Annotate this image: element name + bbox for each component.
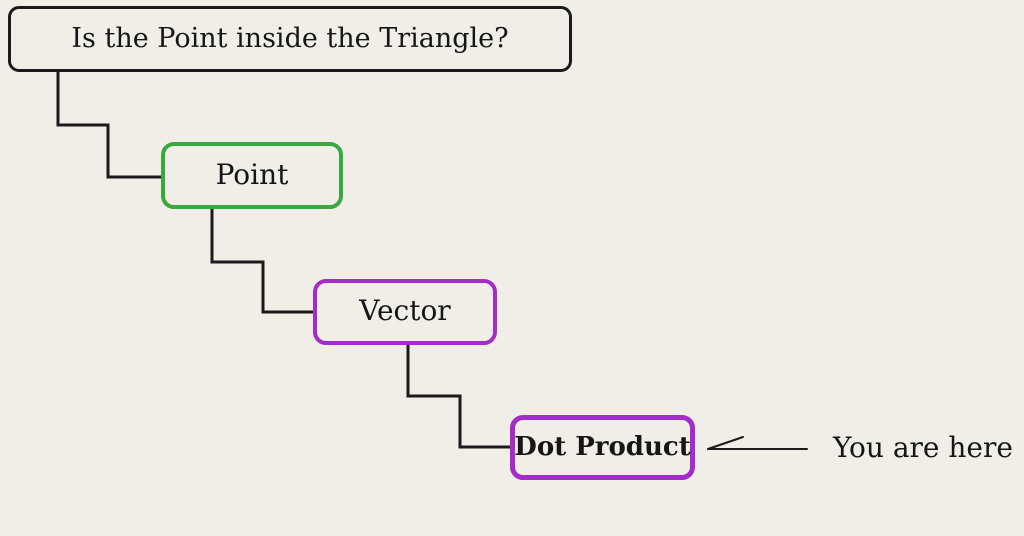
node-root-question: Is the Point inside the Triangle? — [8, 6, 572, 72]
node-vector-label: Vector — [359, 294, 451, 327]
node-dot-product: Dot Product — [510, 415, 695, 480]
connector-root-to-point — [56, 72, 161, 179]
connector-point-to-vector — [210, 208, 313, 314]
connector-vector-to-dot-product — [406, 344, 510, 449]
node-point-label: Point — [215, 157, 289, 191]
node-root-label: Is the Point inside the Triangle? — [71, 22, 509, 54]
you-are-here-arrow-icon — [707, 436, 808, 450]
node-vector: Vector — [313, 279, 497, 345]
you-are-here-annotation: You are here — [833, 430, 1013, 464]
node-dot-product-label: Dot Product — [514, 431, 691, 462]
node-point: Point — [161, 142, 343, 209]
